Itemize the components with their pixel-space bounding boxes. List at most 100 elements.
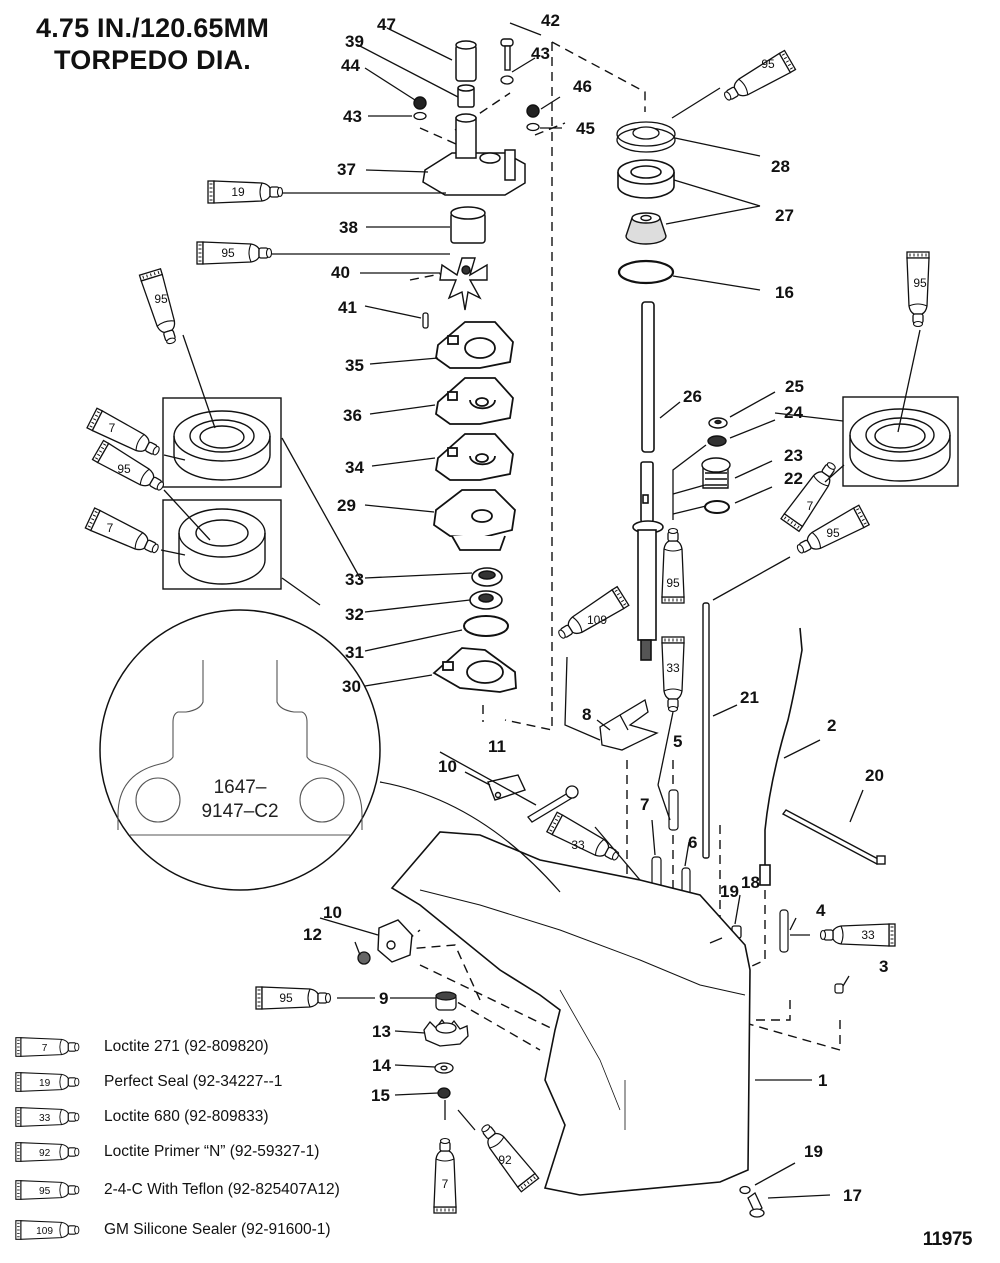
nut-46[interactable] [526, 104, 540, 118]
svg-text:7: 7 [109, 421, 116, 435]
callout-41: 41 [338, 298, 357, 317]
seal-carrier-28[interactable] [616, 121, 676, 153]
drawing-number: 11975 [922, 1229, 973, 1250]
washer-45[interactable] [526, 122, 540, 132]
anode-10-lower[interactable] [377, 919, 413, 963]
washer-14[interactable] [434, 1062, 454, 1074]
sealant-tube-19-housing: 19 [207, 180, 284, 204]
callout-36: 36 [343, 406, 362, 425]
callout-5: 5 [673, 732, 682, 751]
gasket-34[interactable] [435, 433, 514, 481]
callout-6: 6 [688, 833, 697, 852]
callout-12: 12 [303, 925, 322, 944]
plug-3[interactable] [834, 983, 844, 994]
svg-text:92: 92 [39, 1148, 51, 1159]
shift-shaft-21[interactable] [702, 602, 710, 859]
gasket-30[interactable] [432, 647, 517, 693]
washer-25[interactable] [708, 417, 728, 429]
screw-42[interactable] [500, 38, 514, 71]
callout-10-upper: 10 [438, 757, 457, 776]
svg-text:7: 7 [442, 1177, 449, 1191]
pump-base-29[interactable] [433, 489, 516, 551]
seal-32[interactable] [469, 590, 503, 610]
callout-42: 42 [541, 11, 560, 30]
retainer-8[interactable] [599, 698, 659, 751]
speedometer-tube-2[interactable] [759, 627, 803, 886]
callout-29: 29 [337, 496, 356, 515]
o-ring-31[interactable] [463, 615, 509, 637]
svg-text:7: 7 [42, 1043, 48, 1054]
sealant-tube-icon: 92 [15, 1142, 80, 1162]
legend-label: Loctite 680 (92-809833) [104, 1108, 269, 1125]
callout-25: 25 [785, 377, 804, 396]
callout-33: 33 [345, 570, 364, 589]
svg-text:33: 33 [666, 661, 680, 675]
water-pump-housing-37[interactable] [422, 113, 526, 196]
callout-32: 32 [345, 605, 364, 624]
callout-11: 11 [488, 737, 506, 756]
stud-5[interactable] [668, 789, 679, 831]
bearing-cup-27[interactable] [617, 159, 675, 199]
anode-10-upper[interactable] [487, 774, 526, 801]
oil-seal-33[interactable] [471, 567, 503, 587]
sealant-tube-icon: 33 [15, 1107, 80, 1127]
callout-46: 46 [573, 77, 592, 96]
screw-17[interactable] [747, 1192, 765, 1218]
callout-15: 15 [371, 1086, 390, 1105]
nut-15[interactable] [437, 1087, 451, 1099]
legend-label: Perfect Seal (92-34227--1 [104, 1073, 283, 1090]
callout-2: 2 [827, 716, 836, 735]
svg-text:19: 19 [39, 1078, 51, 1089]
nut-12[interactable] [357, 951, 371, 965]
insert-39[interactable] [457, 84, 475, 108]
svg-text:109: 109 [587, 613, 607, 627]
key-41[interactable] [422, 312, 429, 329]
callout-13: 13 [372, 1022, 391, 1041]
washer-43-right[interactable] [500, 75, 514, 85]
callout-4: 4 [816, 901, 826, 920]
callout-24: 24 [784, 403, 803, 422]
callout-18: 18 [741, 873, 760, 892]
face-plate-36[interactable] [435, 377, 514, 425]
legend-item: 109 GM Silicone Sealer (92-91600-1) [8, 1210, 340, 1249]
washer-19-lower[interactable] [739, 1185, 751, 1195]
callout-16: 16 [775, 283, 794, 302]
legend-label: GM Silicone Sealer (92-91600-1) [104, 1220, 331, 1238]
o-ring-22[interactable] [704, 500, 730, 514]
shim-16[interactable] [617, 259, 675, 285]
washer-43-left[interactable] [413, 111, 427, 121]
svg-text:109: 109 [36, 1225, 53, 1236]
impeller-insert-38[interactable] [450, 206, 486, 244]
gasket-35[interactable] [435, 321, 514, 369]
callout-30: 30 [342, 677, 361, 696]
gear-housing-1[interactable] [390, 831, 751, 1196]
tie-strap-20[interactable] [781, 809, 886, 865]
sleeve-47[interactable] [455, 40, 477, 82]
stud-4[interactable] [779, 909, 789, 953]
svg-text:95: 95 [826, 526, 840, 540]
sealant-tube-icon: 109 [15, 1219, 80, 1240]
svg-text:95: 95 [279, 991, 293, 1005]
bearing-cone-27[interactable] [625, 212, 667, 245]
impeller-40[interactable] [439, 257, 488, 311]
callout-23: 23 [784, 446, 803, 465]
callout-14: 14 [372, 1056, 391, 1075]
sealant-legend: 7 Loctite 271 (92-809820) 19 Perfect Sea… [8, 1030, 340, 1250]
bushing-23[interactable] [701, 457, 731, 489]
svg-text:33: 33 [571, 838, 585, 852]
nut-44[interactable] [413, 96, 427, 110]
svg-text:95: 95 [221, 246, 235, 260]
title-line-1: 4.75 IN./120.65MM [36, 13, 270, 43]
callout-10-lower: 10 [323, 903, 342, 922]
svg-text:33: 33 [861, 928, 875, 942]
driveshaft-26[interactable] [632, 301, 664, 661]
callout-8: 8 [582, 705, 591, 724]
seal-24-small[interactable] [707, 435, 727, 447]
sealant-tube-95-shift-shaft: 95 [792, 504, 870, 561]
callout-39: 39 [345, 32, 364, 51]
legend-item: 19 Perfect Seal (92-34227--1 [8, 1065, 340, 1099]
screw-11[interactable] [527, 785, 579, 823]
bearing-9[interactable] [435, 991, 457, 1011]
legend-item: 7 Loctite 271 (92-809820) [8, 1030, 340, 1064]
pinion-gear-13[interactable] [423, 1018, 469, 1047]
